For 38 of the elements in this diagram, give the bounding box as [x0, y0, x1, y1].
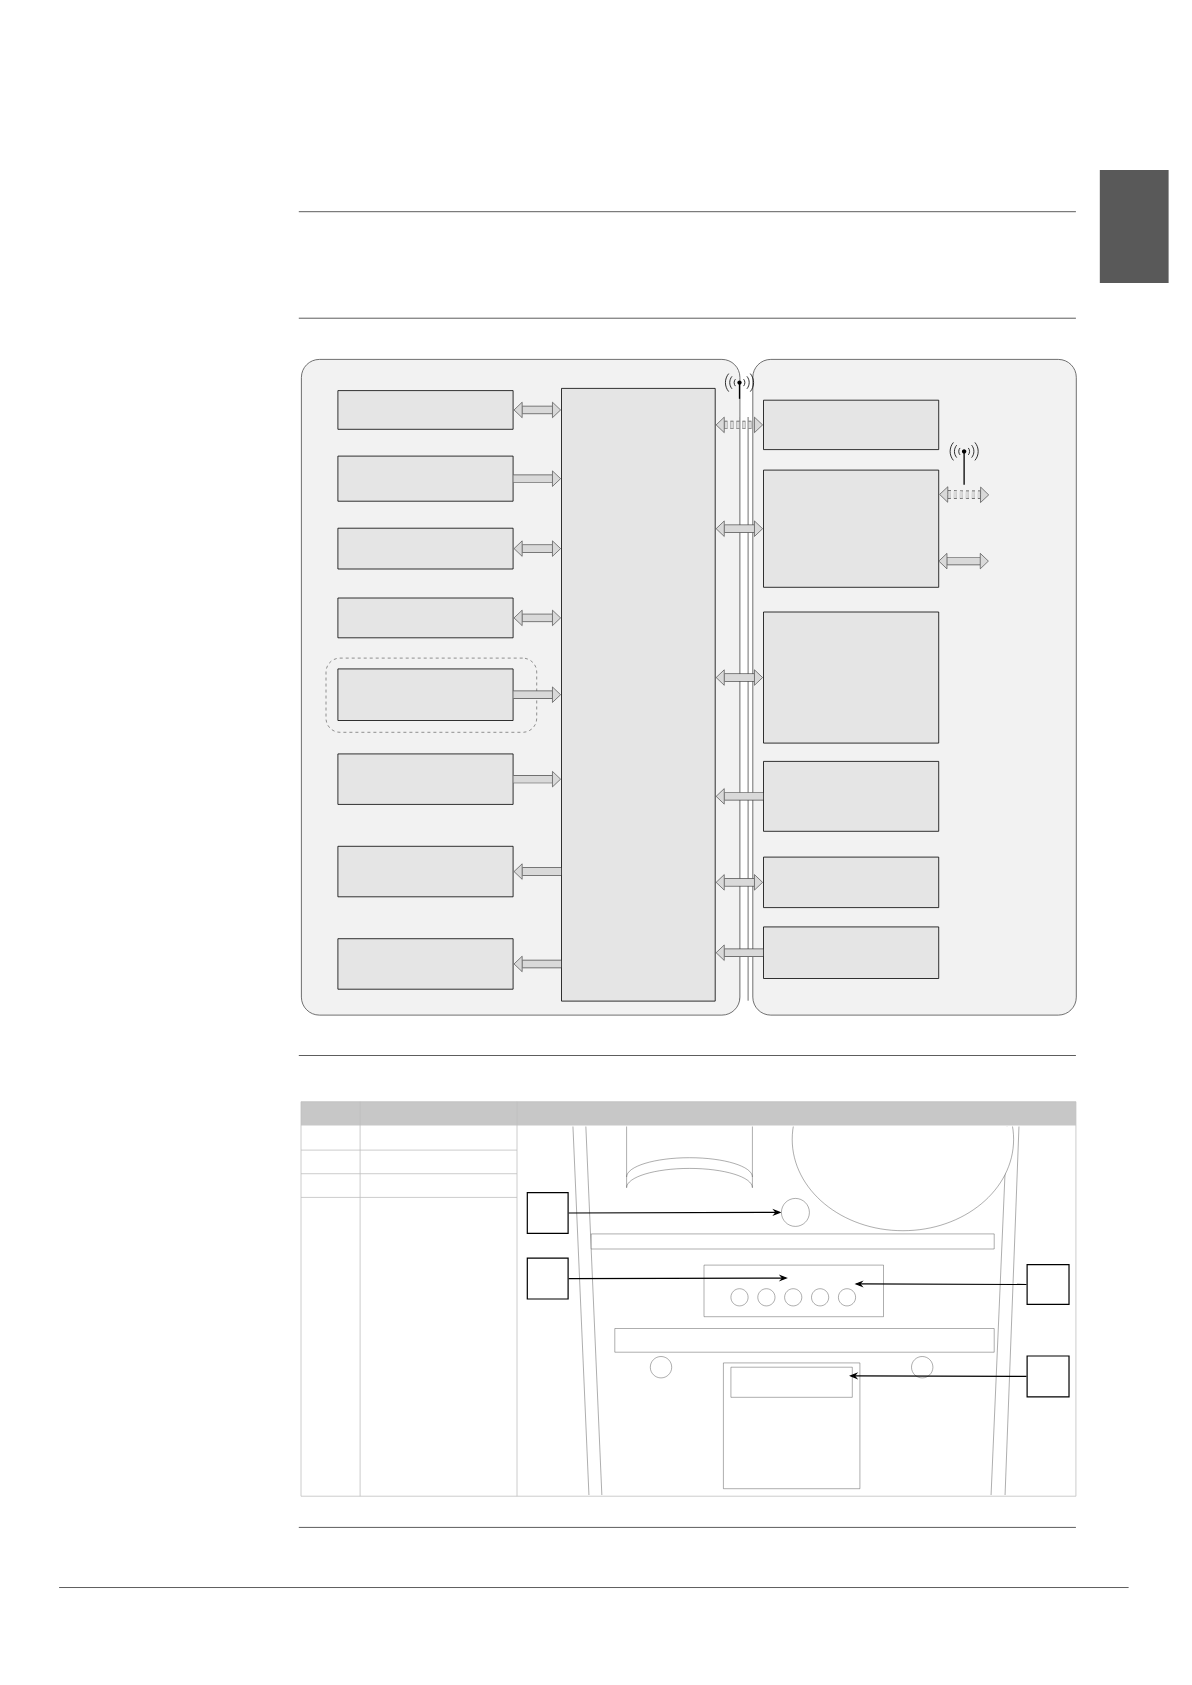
arrow [513, 470, 561, 487]
callout-box [526, 1257, 569, 1300]
arrow [938, 553, 989, 570]
module-box [763, 399, 940, 450]
callout-box [1026, 1264, 1070, 1305]
module-box [763, 926, 940, 979]
module-box [763, 761, 940, 832]
arrow [513, 401, 561, 419]
arrow [939, 486, 990, 503]
module-box [337, 668, 514, 721]
arrow [715, 520, 763, 537]
module-box [337, 938, 514, 990]
module-box [337, 527, 514, 570]
module-box [763, 611, 940, 744]
module-box [561, 388, 716, 1002]
arrow [513, 955, 562, 973]
arrow [513, 771, 561, 788]
arrow [715, 874, 763, 891]
arrow [513, 686, 561, 703]
module-box [337, 753, 514, 805]
arrow [715, 669, 763, 686]
arrow [715, 416, 763, 433]
antenna-icon [949, 442, 979, 486]
dashed-group [325, 657, 537, 733]
arrow [513, 540, 561, 557]
arrow [513, 863, 562, 880]
module-box [337, 390, 514, 430]
module-box [337, 455, 514, 502]
arrow [715, 788, 764, 805]
side-tab [1099, 170, 1169, 283]
module-box [763, 469, 940, 588]
callout-box [526, 1192, 569, 1234]
arrow [513, 609, 561, 626]
arrow [715, 944, 764, 961]
module-box [763, 856, 940, 908]
module-box [337, 597, 514, 639]
module-box [337, 845, 514, 898]
callout-box [1026, 1355, 1070, 1398]
